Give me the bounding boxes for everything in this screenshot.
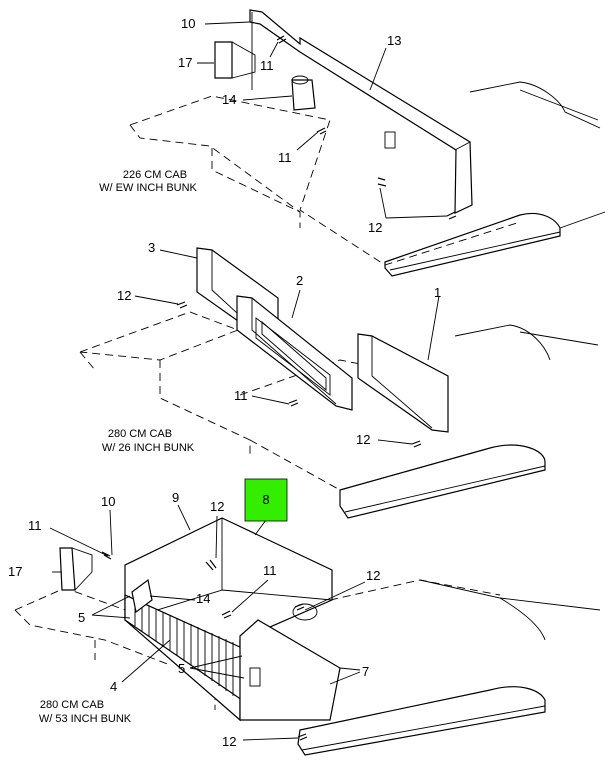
callout-mid-1: 1 <box>434 285 441 300</box>
callout-bot-10: 10 <box>101 494 115 509</box>
caption-mid-line1: 280 CM CAB <box>108 428 172 440</box>
top-assembly <box>129 9 606 277</box>
caption-bot-line1: 280 CM CAB <box>40 699 104 711</box>
callout-bot-11b: 11 <box>263 563 277 578</box>
callout-bot-4: 4 <box>110 679 117 694</box>
callout-top-17: 17 <box>178 55 192 70</box>
callout-bot-5b: 5 <box>178 661 185 676</box>
highlighted-callout-box[interactable] <box>244 478 288 522</box>
callout-bot-12b: 12 <box>366 568 380 583</box>
callout-top-11a: 11 <box>260 58 274 73</box>
callout-bot-11a: 11 <box>28 518 42 533</box>
callout-mid-3: 3 <box>148 240 155 255</box>
callout-bot-5a: 5 <box>78 610 85 625</box>
callout-bot-17: 17 <box>8 564 22 579</box>
callout-top-11b: 11 <box>278 150 292 165</box>
callout-bot-12a: 12 <box>210 499 224 514</box>
callout-bot-12c: 12 <box>222 734 236 749</box>
caption-top-line1: 226 CM CAB <box>123 169 187 181</box>
callout-top-14: 14 <box>222 92 236 107</box>
callout-mid-12a: 12 <box>117 288 131 303</box>
caption-bot-line2: W/ 53 INCH BUNK <box>39 713 132 725</box>
caption-top-line2: W/ EW INCH BUNK <box>99 182 197 194</box>
callout-mid-2: 2 <box>296 273 303 288</box>
callout-bot-8[interactable]: 8 <box>262 492 269 507</box>
callout-mid-12b: 12 <box>356 432 370 447</box>
callout-bot-14: 14 <box>196 591 210 606</box>
callout-bot-7: 7 <box>362 664 369 679</box>
bottom-assembly <box>14 504 601 756</box>
callout-top-12: 12 <box>368 220 382 235</box>
callout-bot-9: 9 <box>172 490 179 505</box>
caption-mid-line2: W/ 26 INCH BUNK <box>102 442 195 454</box>
callout-top-10: 10 <box>181 16 195 31</box>
middle-assembly <box>79 247 599 519</box>
callout-top-13: 13 <box>387 33 401 48</box>
callout-mid-11: 11 <box>234 388 248 403</box>
